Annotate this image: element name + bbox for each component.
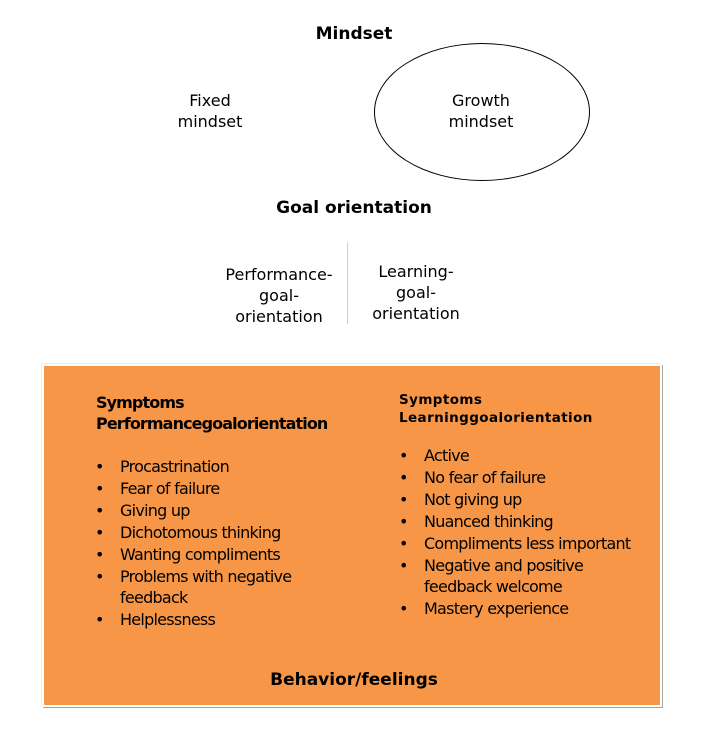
learning-symptoms-title-line: Symptoms bbox=[399, 392, 483, 408]
list-item: Procastrination bbox=[95, 456, 335, 477]
list-item: No fear of failure bbox=[399, 467, 639, 488]
behavior-feelings-label: Behavior/feelings bbox=[270, 670, 438, 690]
learning-goal-line: goal- bbox=[396, 283, 436, 302]
fixed-mindset-line: Fixed bbox=[189, 91, 231, 110]
list-item: Fear of failure bbox=[95, 478, 335, 499]
list-item: Giving up bbox=[95, 500, 335, 521]
list-item: Mastery experience bbox=[399, 598, 639, 619]
performance-symptoms-list: Procastrination Fear of failure Giving u… bbox=[95, 456, 335, 631]
list-item: Active bbox=[399, 445, 639, 466]
performance-goal-line: goal- bbox=[259, 286, 299, 305]
performance-goal-line: Performance- bbox=[225, 265, 333, 284]
growth-mindset-line: Growth bbox=[452, 91, 510, 110]
list-item: Negative and positive feedback welcome bbox=[399, 555, 639, 597]
list-item: Compliments less important bbox=[399, 533, 639, 554]
learning-symptoms-list: Active No fear of failure Not giving up … bbox=[399, 445, 639, 620]
goal-divider bbox=[347, 242, 348, 324]
mindset-title: Mindset bbox=[315, 24, 393, 44]
growth-mindset-oval bbox=[374, 43, 590, 181]
fixed-mindset-label: Fixed mindset bbox=[150, 90, 270, 132]
growth-mindset-line: mindset bbox=[448, 112, 514, 131]
goal-orientation-title: Goal orientation bbox=[276, 198, 432, 218]
performance-symptoms-title: Symptoms Performancegoalorientation bbox=[96, 392, 356, 434]
list-item: Helplessness bbox=[95, 609, 335, 630]
performance-symptoms-title-line: Symptoms bbox=[96, 393, 185, 412]
growth-mindset-label: Growth mindset bbox=[421, 90, 541, 132]
list-item: Not giving up bbox=[399, 489, 639, 510]
performance-goal-label: Performance- goal- orientation bbox=[205, 264, 353, 327]
learning-goal-line: Learning- bbox=[378, 262, 454, 281]
list-item: Wanting compliments bbox=[95, 544, 335, 565]
learning-symptoms-title-line: Learninggoalorientation bbox=[399, 410, 593, 426]
learning-goal-label: Learning- goal- orientation bbox=[356, 261, 476, 324]
learning-symptoms-title: Symptoms Learninggoalorientation bbox=[399, 391, 649, 427]
list-item: Problems with negative feedback bbox=[95, 566, 335, 608]
fixed-mindset-line: mindset bbox=[177, 112, 243, 131]
learning-goal-line: orientation bbox=[372, 304, 460, 323]
list-item: Dichotomous thinking bbox=[95, 522, 335, 543]
performance-symptoms-title-line: Performancegoalorientation bbox=[96, 414, 328, 433]
list-item: Nuanced thinking bbox=[399, 511, 639, 532]
performance-goal-line: orientation bbox=[235, 307, 323, 326]
